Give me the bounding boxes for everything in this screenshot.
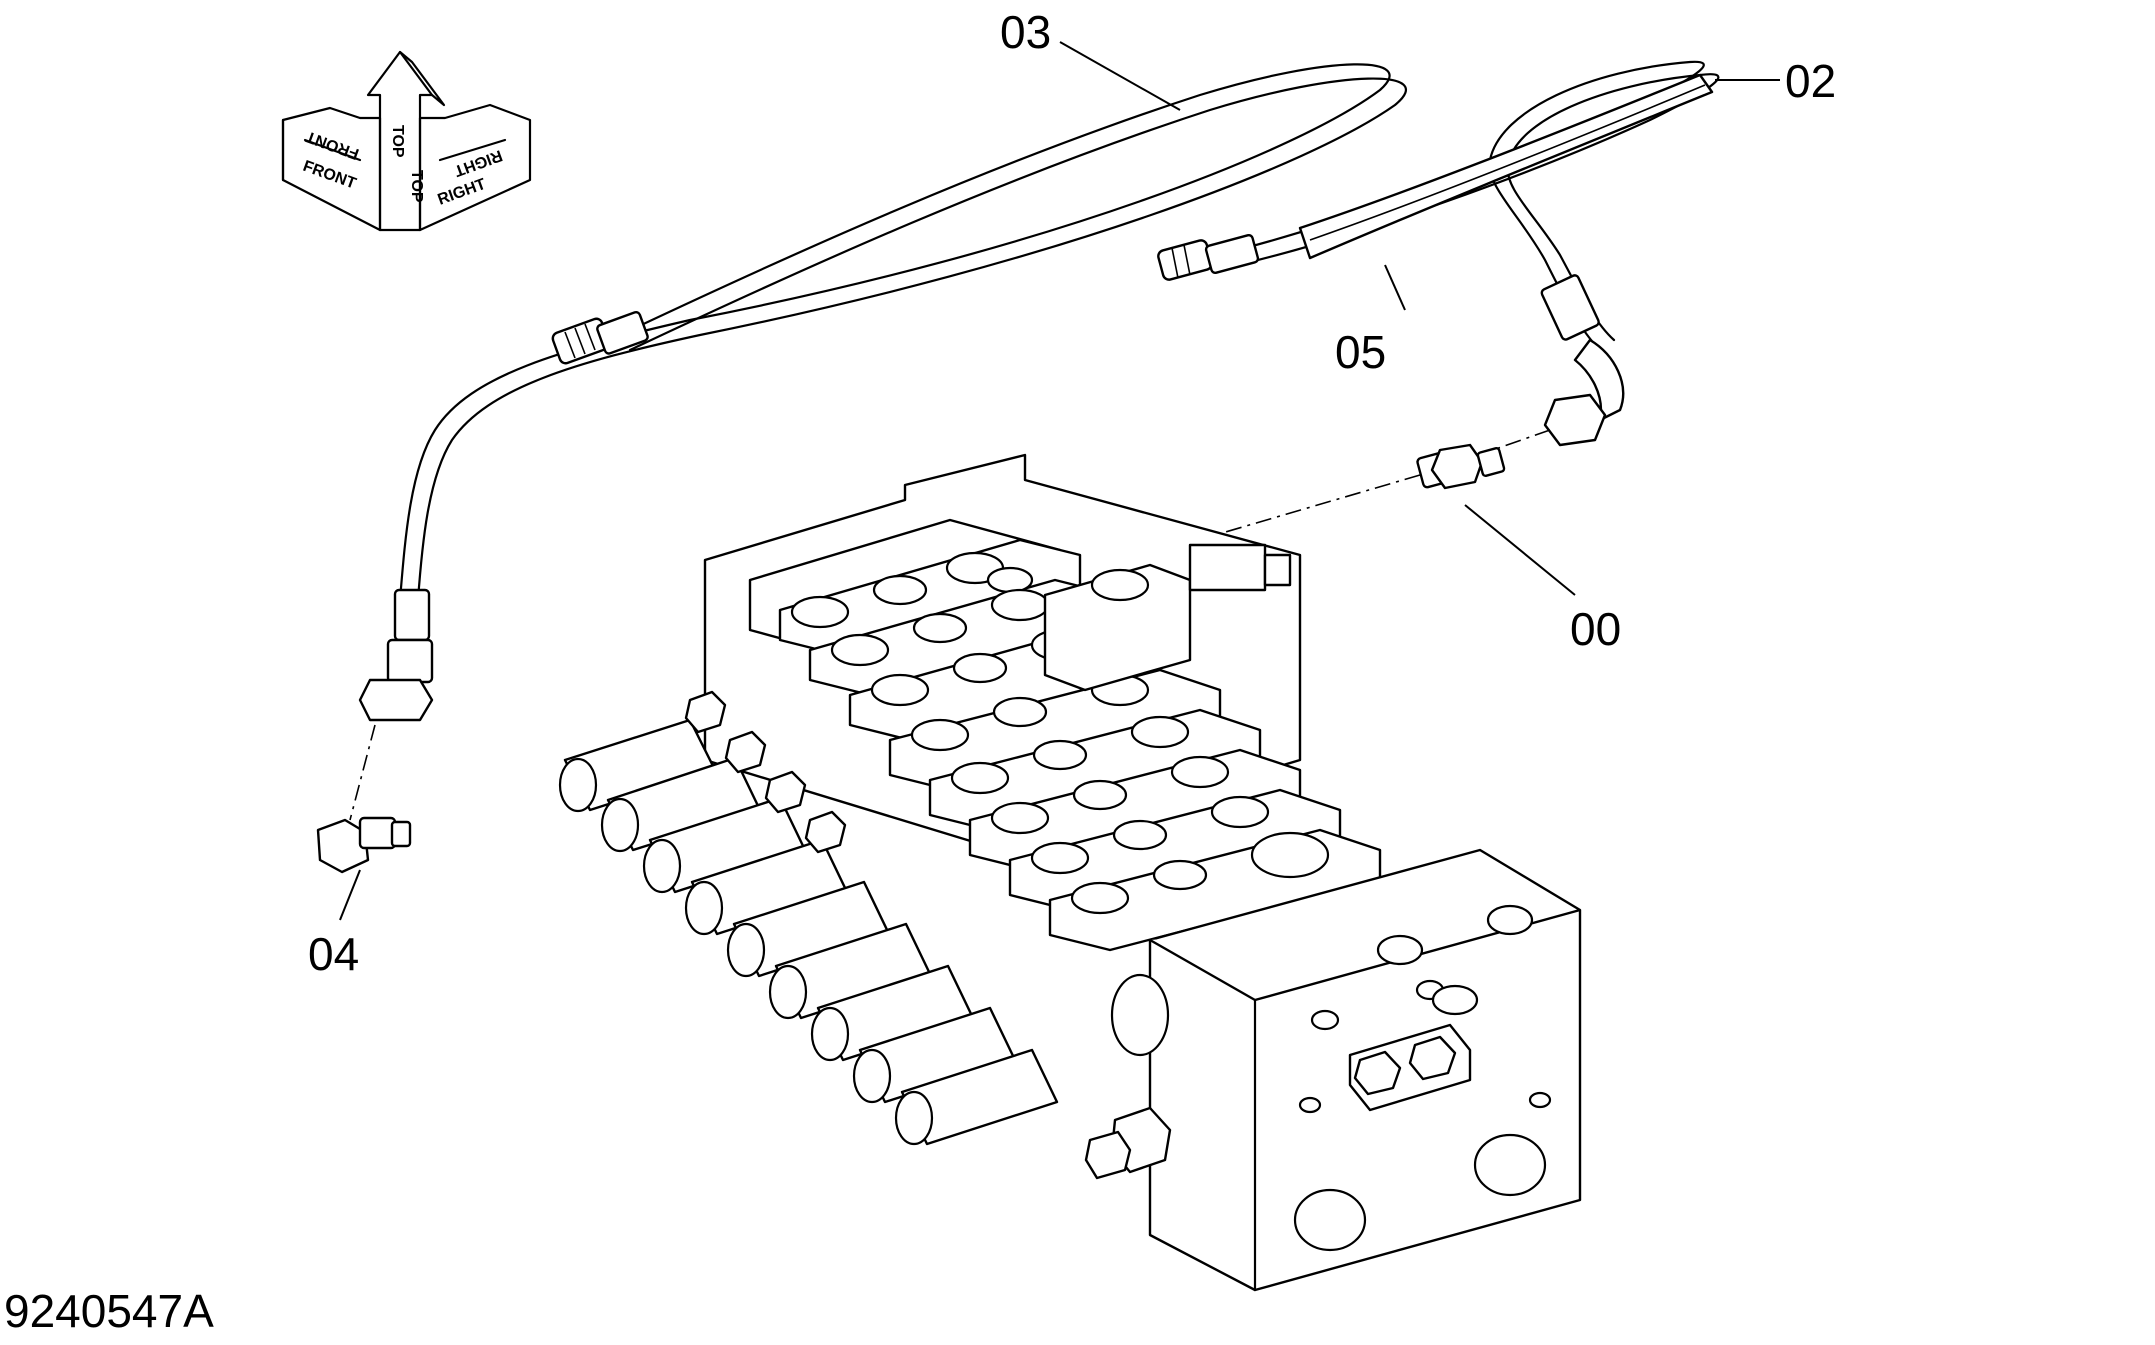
callout-00: 00	[1570, 603, 1621, 655]
hose-03-quick-coupler	[551, 310, 649, 365]
front-label: FRONT	[301, 158, 359, 193]
right-label-mirrored: RIGHT	[452, 146, 505, 179]
protective-sleeve-05	[1298, 73, 1714, 260]
spool-end-caps	[558, 718, 1059, 1146]
fitting-00	[1129, 429, 1551, 561]
hose-02-quick-coupler	[1157, 233, 1260, 281]
hose-03-lower-fitting	[358, 588, 434, 722]
callout-04: 04	[308, 928, 359, 980]
front-label-mirrored: FRONT	[304, 127, 362, 162]
hose-03	[358, 63, 1408, 722]
top-label-mirrored: TOP	[408, 170, 425, 203]
solenoid-bolts	[684, 690, 847, 854]
control-valve-block	[558, 453, 1582, 1292]
callout-03: 03	[1000, 6, 1051, 58]
callout-02: 02	[1785, 55, 1836, 107]
right-label: RIGHT	[436, 176, 489, 209]
top-label: TOP	[389, 125, 406, 158]
drawing-number: 9240547A	[4, 1285, 214, 1337]
hose-02	[1157, 60, 1720, 447]
elbow-fitting-04	[316, 724, 412, 874]
orientation-indicator: FRONT FRONT TOP TOP RIGHT RIGHT	[281, 50, 532, 232]
callout-05: 05	[1335, 326, 1386, 378]
hose-02-elbow-fitting	[1540, 274, 1625, 447]
leader-lines	[339, 41, 1780, 921]
